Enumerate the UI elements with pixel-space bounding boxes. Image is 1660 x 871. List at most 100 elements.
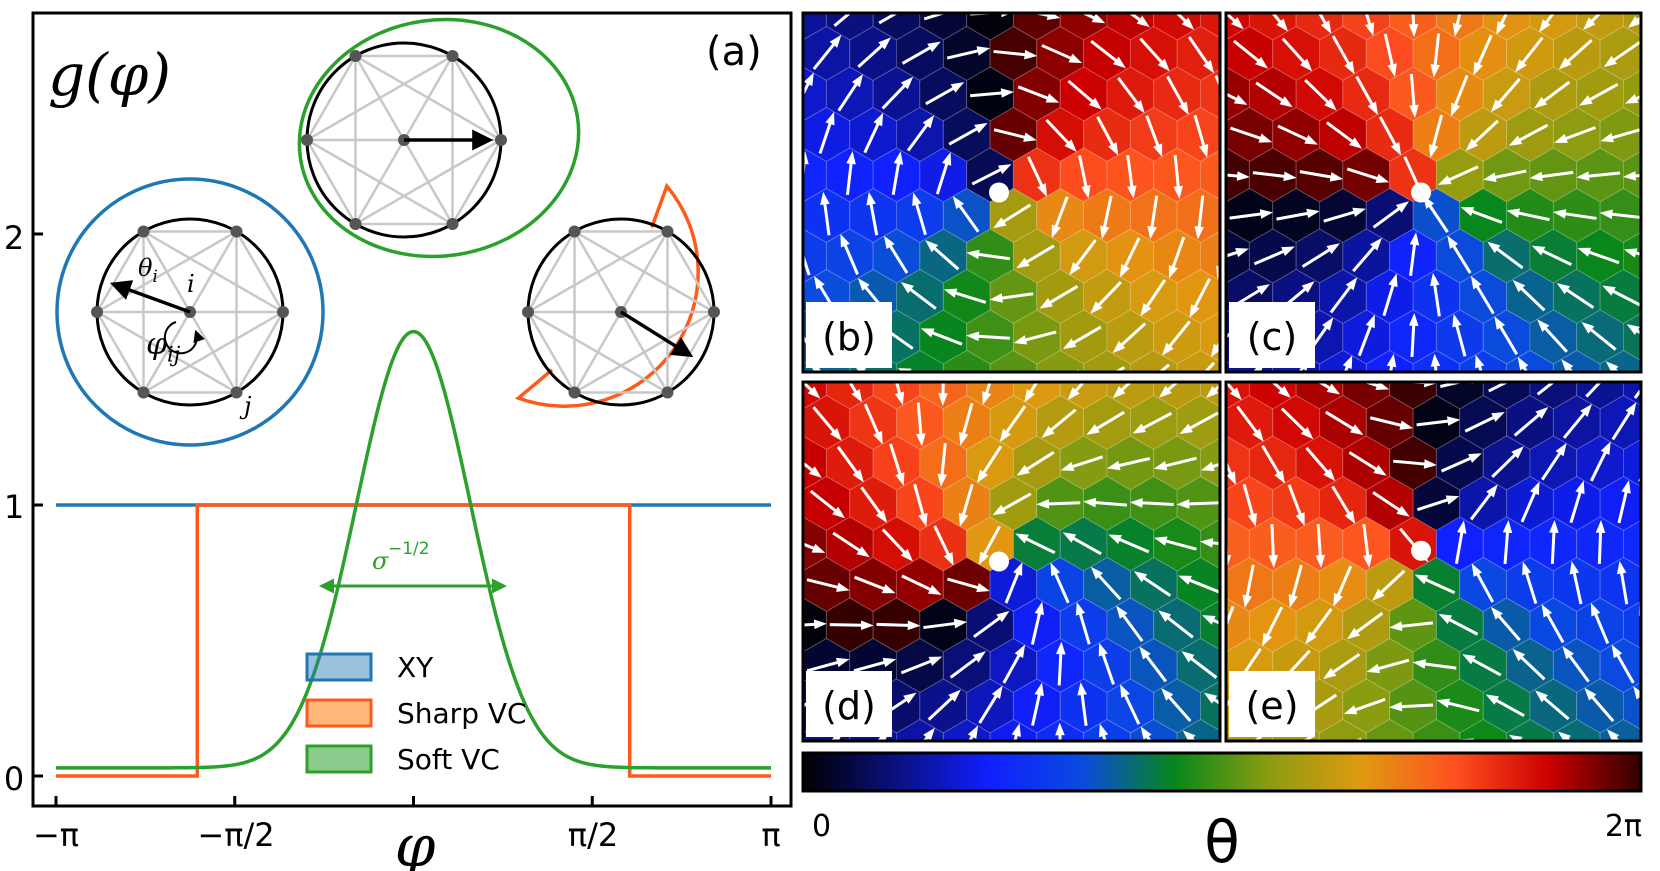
spin-arrow-head (1451, 102, 1461, 117)
spin-arrow-head (1300, 58, 1313, 72)
legend-label-sharp-vc: Sharp VC (397, 697, 527, 730)
lattice-site (446, 218, 459, 231)
spin-arrow-head (1069, 262, 1081, 276)
hex-cell (1647, 396, 1660, 450)
spin-arrow-head (1437, 175, 1452, 185)
spin-arrow-head (811, 543, 826, 553)
spin-arrow-head (1350, 424, 1364, 435)
spin-arrow-head (1086, 424, 1100, 435)
spin-arrow-head (1584, 687, 1597, 701)
spin-arrow-head (1088, 97, 1102, 110)
spin-arrow-head (835, 657, 850, 668)
spin-arrow-head (900, 281, 914, 294)
spin-arrow-head (1119, 264, 1130, 278)
spin-arrow-head (958, 512, 969, 527)
spin-arrow-head (1226, 471, 1236, 485)
spin-arrow-head (1099, 723, 1109, 738)
spin-arrow-head (1575, 480, 1585, 495)
spin-arrow-head (1140, 303, 1152, 317)
legend-label-xy: XY (397, 651, 434, 684)
spin-arrow-head (1182, 730, 1196, 741)
panel-a-curves (56, 329, 771, 778)
xtick-minus-pi-half: −π/2 (197, 816, 274, 854)
spin-arrow-head (1346, 627, 1361, 640)
spin-arrow-head (1090, 566, 1103, 580)
panel-a-insets (55, 17, 720, 447)
spin-arrow-head (1457, 520, 1467, 534)
spin-arrow-head (1162, 342, 1174, 356)
spin-arrow-head (1535, 690, 1548, 703)
spin-arrow-head (894, 391, 905, 406)
spin-arrow-head (1483, 172, 1497, 182)
spin-arrow-head (1036, 499, 1050, 509)
spin-arrow-head (1112, 386, 1126, 399)
spin-arrow-head (1445, 495, 1460, 505)
lattice-site (230, 225, 243, 238)
spin-arrow-head (1651, 363, 1660, 374)
spin-arrow-head (1606, 729, 1620, 741)
xtick-pi: π (761, 816, 780, 854)
spin-arrow (1651, 130, 1660, 139)
spin-arrow-head (1161, 688, 1174, 701)
spin-arrow-head (1541, 604, 1553, 618)
spin-arrow-head (952, 195, 965, 210)
spin-arrow-head (1362, 554, 1373, 568)
lattice-site (661, 225, 674, 238)
spin-arrow-head (1409, 232, 1420, 246)
panel-e: (e) (1224, 380, 1660, 743)
spin-arrow-head (991, 685, 1003, 699)
spin-arrow-head (1153, 143, 1163, 157)
spin-arrow-head (1179, 423, 1193, 434)
spin-arrow-head (1140, 726, 1152, 740)
lattice-site (137, 225, 150, 238)
hex-cell (803, 13, 827, 41)
spin-arrow (1653, 44, 1660, 63)
spin-arrow-head (1511, 446, 1524, 459)
spin-arrow-head (1534, 96, 1548, 109)
spin-arrow-head (825, 111, 835, 126)
xtick-pi-half: π/2 (568, 816, 618, 854)
inset-soft-vc (301, 41, 507, 239)
spin-arrow-head (1369, 237, 1382, 251)
spin-arrow-head (1295, 512, 1305, 526)
spin-arrow-head (900, 548, 913, 562)
spin-arrow-head (883, 235, 895, 249)
spin-arrow-head (1139, 646, 1151, 660)
spin-arrow (1654, 366, 1660, 390)
spin-arrow-head (1098, 642, 1108, 657)
spin-arrow-head (1561, 359, 1574, 372)
spin-arrow (1633, 387, 1641, 399)
spin-arrow-head (1375, 173, 1390, 183)
spin-arrow-head (1423, 459, 1437, 469)
spin-arrow-head (1549, 520, 1559, 534)
spin-arrow-head (1462, 654, 1476, 665)
spin-arrow (994, 376, 1034, 379)
spin-arrow-head (959, 432, 969, 446)
lattice-site (495, 134, 507, 146)
spin-arrow-head (1278, 385, 1291, 398)
spin-arrow-head (1569, 561, 1580, 575)
spin-arrow-head (1557, 731, 1571, 741)
spin-arrow-head (900, 76, 914, 90)
spin-arrow-head (1430, 272, 1440, 287)
hex-cell (1647, 639, 1660, 693)
spin-arrow-head (1367, 101, 1378, 115)
spin-arrow-head (1099, 225, 1110, 239)
spin-arrow-head (1611, 644, 1623, 659)
spin-arrow-head (1491, 412, 1505, 422)
spin-arrow-head (813, 275, 825, 290)
spin-arrow-head (807, 386, 821, 399)
spin-arrow-head (1133, 571, 1148, 583)
lattice-site (708, 306, 720, 318)
hex-cell (1200, 230, 1220, 282)
spin-arrow-head (904, 1, 917, 11)
spin-arrow (1253, 732, 1266, 741)
spin-arrow-head (1646, 441, 1655, 455)
legend-label-soft-vc: Soft VC (397, 743, 500, 776)
spin-arrow-head (1083, 497, 1097, 508)
legend-swatch-soft-vc (305, 744, 373, 774)
spin-arrow-head (1201, 461, 1215, 471)
spin-arrow-head (1603, 55, 1617, 68)
spin-arrow-head (1050, 562, 1061, 577)
spin-arrow-head (1014, 644, 1026, 658)
